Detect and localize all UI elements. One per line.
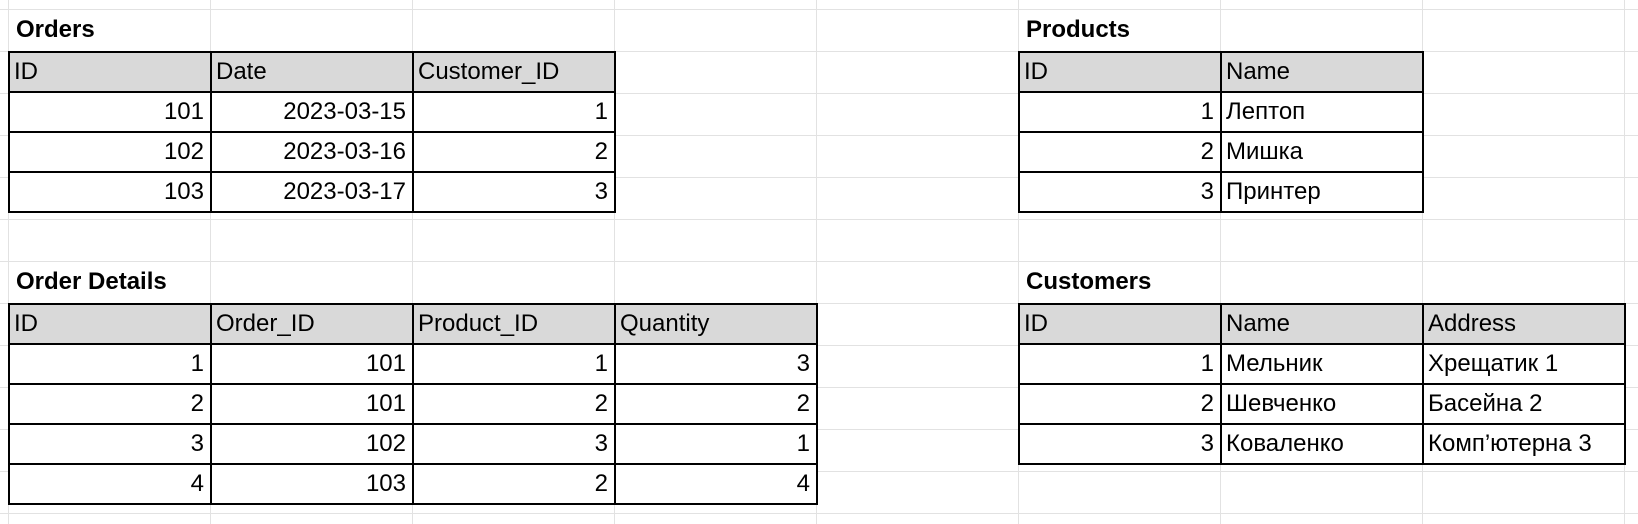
customers-cell[interactable]: 2: [1018, 383, 1222, 425]
customers-cell[interactable]: 1: [1018, 343, 1222, 385]
orders-header-id[interactable]: ID: [8, 51, 212, 93]
orders-cell[interactable]: 103: [8, 171, 212, 213]
order-details-cell[interactable]: 3: [412, 423, 616, 465]
table-row: 1 Мельник Хрещатик 1: [1018, 343, 1626, 385]
table-row: 103 2023-03-17 3: [8, 171, 616, 213]
products-cell[interactable]: Принтер: [1220, 171, 1424, 213]
customers-cell[interactable]: Шевченко: [1220, 383, 1424, 425]
order-details-header-id[interactable]: ID: [8, 303, 212, 345]
products-cell[interactable]: 1: [1018, 91, 1222, 133]
products-header-row: ID Name: [1018, 51, 1424, 93]
table-row: 102 2023-03-16 2: [8, 131, 616, 173]
orders-title: Orders: [16, 16, 95, 43]
customers-title: Customers: [1026, 268, 1152, 295]
order-details-cell[interactable]: 103: [210, 463, 414, 505]
orders-cell[interactable]: 101: [8, 91, 212, 133]
order-details-cell[interactable]: 2: [614, 383, 818, 425]
customers-cell[interactable]: Басейна 2: [1422, 383, 1626, 425]
order-details-cell[interactable]: 2: [412, 383, 616, 425]
orders-header-customer-id[interactable]: Customer_ID: [412, 51, 616, 93]
order-details-header-order-id[interactable]: Order_ID: [210, 303, 414, 345]
customers-header-address[interactable]: Address: [1422, 303, 1626, 345]
customers-block: Customers ID Name Address 1 Мельник Хрещ…: [1018, 261, 1626, 465]
customers-table: ID Name Address 1 Мельник Хрещатик 1 2 Ш…: [1018, 303, 1626, 465]
orders-cell[interactable]: 1: [412, 91, 616, 133]
products-title: Products: [1026, 16, 1131, 43]
order-details-cell[interactable]: 4: [614, 463, 818, 505]
order-details-header-quantity[interactable]: Quantity: [614, 303, 818, 345]
order-details-cell[interactable]: 1: [412, 343, 616, 385]
orders-cell[interactable]: 3: [412, 171, 616, 213]
customers-cell[interactable]: Коваленко: [1220, 423, 1424, 465]
table-row: 1 Лептоп: [1018, 91, 1424, 133]
order-details-cell[interactable]: 3: [8, 423, 212, 465]
table-row: 2 101 2 2: [8, 383, 818, 425]
orders-header-date[interactable]: Date: [210, 51, 414, 93]
customers-cell[interactable]: Комп’ютерна 3: [1422, 423, 1626, 465]
orders-cell[interactable]: 2: [412, 131, 616, 173]
orders-cell[interactable]: 102: [8, 131, 212, 173]
table-row: 1 101 1 3: [8, 343, 818, 385]
order-details-cell[interactable]: 101: [210, 343, 414, 385]
products-header-id[interactable]: ID: [1018, 51, 1222, 93]
table-row: 4 103 2 4: [8, 463, 818, 505]
products-block: Products ID Name 1 Лептоп 2 Мишка 3 Прин…: [1018, 9, 1424, 213]
customers-cell[interactable]: 3: [1018, 423, 1222, 465]
orders-cell[interactable]: 2023-03-15: [210, 91, 414, 133]
order-details-title: Order Details: [16, 268, 167, 295]
order-details-cell[interactable]: 2: [8, 383, 212, 425]
order-details-header-product-id[interactable]: Product_ID: [412, 303, 616, 345]
products-cell[interactable]: 2: [1018, 131, 1222, 173]
order-details-cell[interactable]: 4: [8, 463, 212, 505]
order-details-cell[interactable]: 1: [8, 343, 212, 385]
customers-header-id[interactable]: ID: [1018, 303, 1222, 345]
customers-header-row: ID Name Address: [1018, 303, 1626, 345]
table-row: 101 2023-03-15 1: [8, 91, 616, 133]
order-details-cell[interactable]: 2: [412, 463, 616, 505]
table-row: 2 Шевченко Басейна 2: [1018, 383, 1626, 425]
products-cell[interactable]: Мишка: [1220, 131, 1424, 173]
order-details-cell[interactable]: 3: [614, 343, 818, 385]
table-row: 3 Коваленко Комп’ютерна 3: [1018, 423, 1626, 465]
order-details-cell[interactable]: 102: [210, 423, 414, 465]
customers-cell[interactable]: Хрещатик 1: [1422, 343, 1626, 385]
order-details-table: ID Order_ID Product_ID Quantity 1 101 1 …: [8, 303, 818, 505]
products-cell[interactable]: Лептоп: [1220, 91, 1424, 133]
order-details-cell[interactable]: 1: [614, 423, 818, 465]
table-row: 3 Принтер: [1018, 171, 1424, 213]
orders-cell[interactable]: 2023-03-16: [210, 131, 414, 173]
table-row: 2 Мишка: [1018, 131, 1424, 173]
orders-header-row: ID Date Customer_ID: [8, 51, 616, 93]
customers-cell[interactable]: Мельник: [1220, 343, 1424, 385]
order-details-block: Order Details ID Order_ID Product_ID Qua…: [8, 261, 818, 505]
products-cell[interactable]: 3: [1018, 171, 1222, 213]
order-details-cell[interactable]: 101: [210, 383, 414, 425]
order-details-header-row: ID Order_ID Product_ID Quantity: [8, 303, 818, 345]
orders-table: ID Date Customer_ID 101 2023-03-15 1 102…: [8, 51, 616, 213]
orders-block: Orders ID Date Customer_ID 101 2023-03-1…: [8, 9, 616, 213]
table-row: 3 102 3 1: [8, 423, 818, 465]
customers-header-name[interactable]: Name: [1220, 303, 1424, 345]
orders-cell[interactable]: 2023-03-17: [210, 171, 414, 213]
products-header-name[interactable]: Name: [1220, 51, 1424, 93]
products-table: ID Name 1 Лептоп 2 Мишка 3 Принтер: [1018, 51, 1424, 213]
